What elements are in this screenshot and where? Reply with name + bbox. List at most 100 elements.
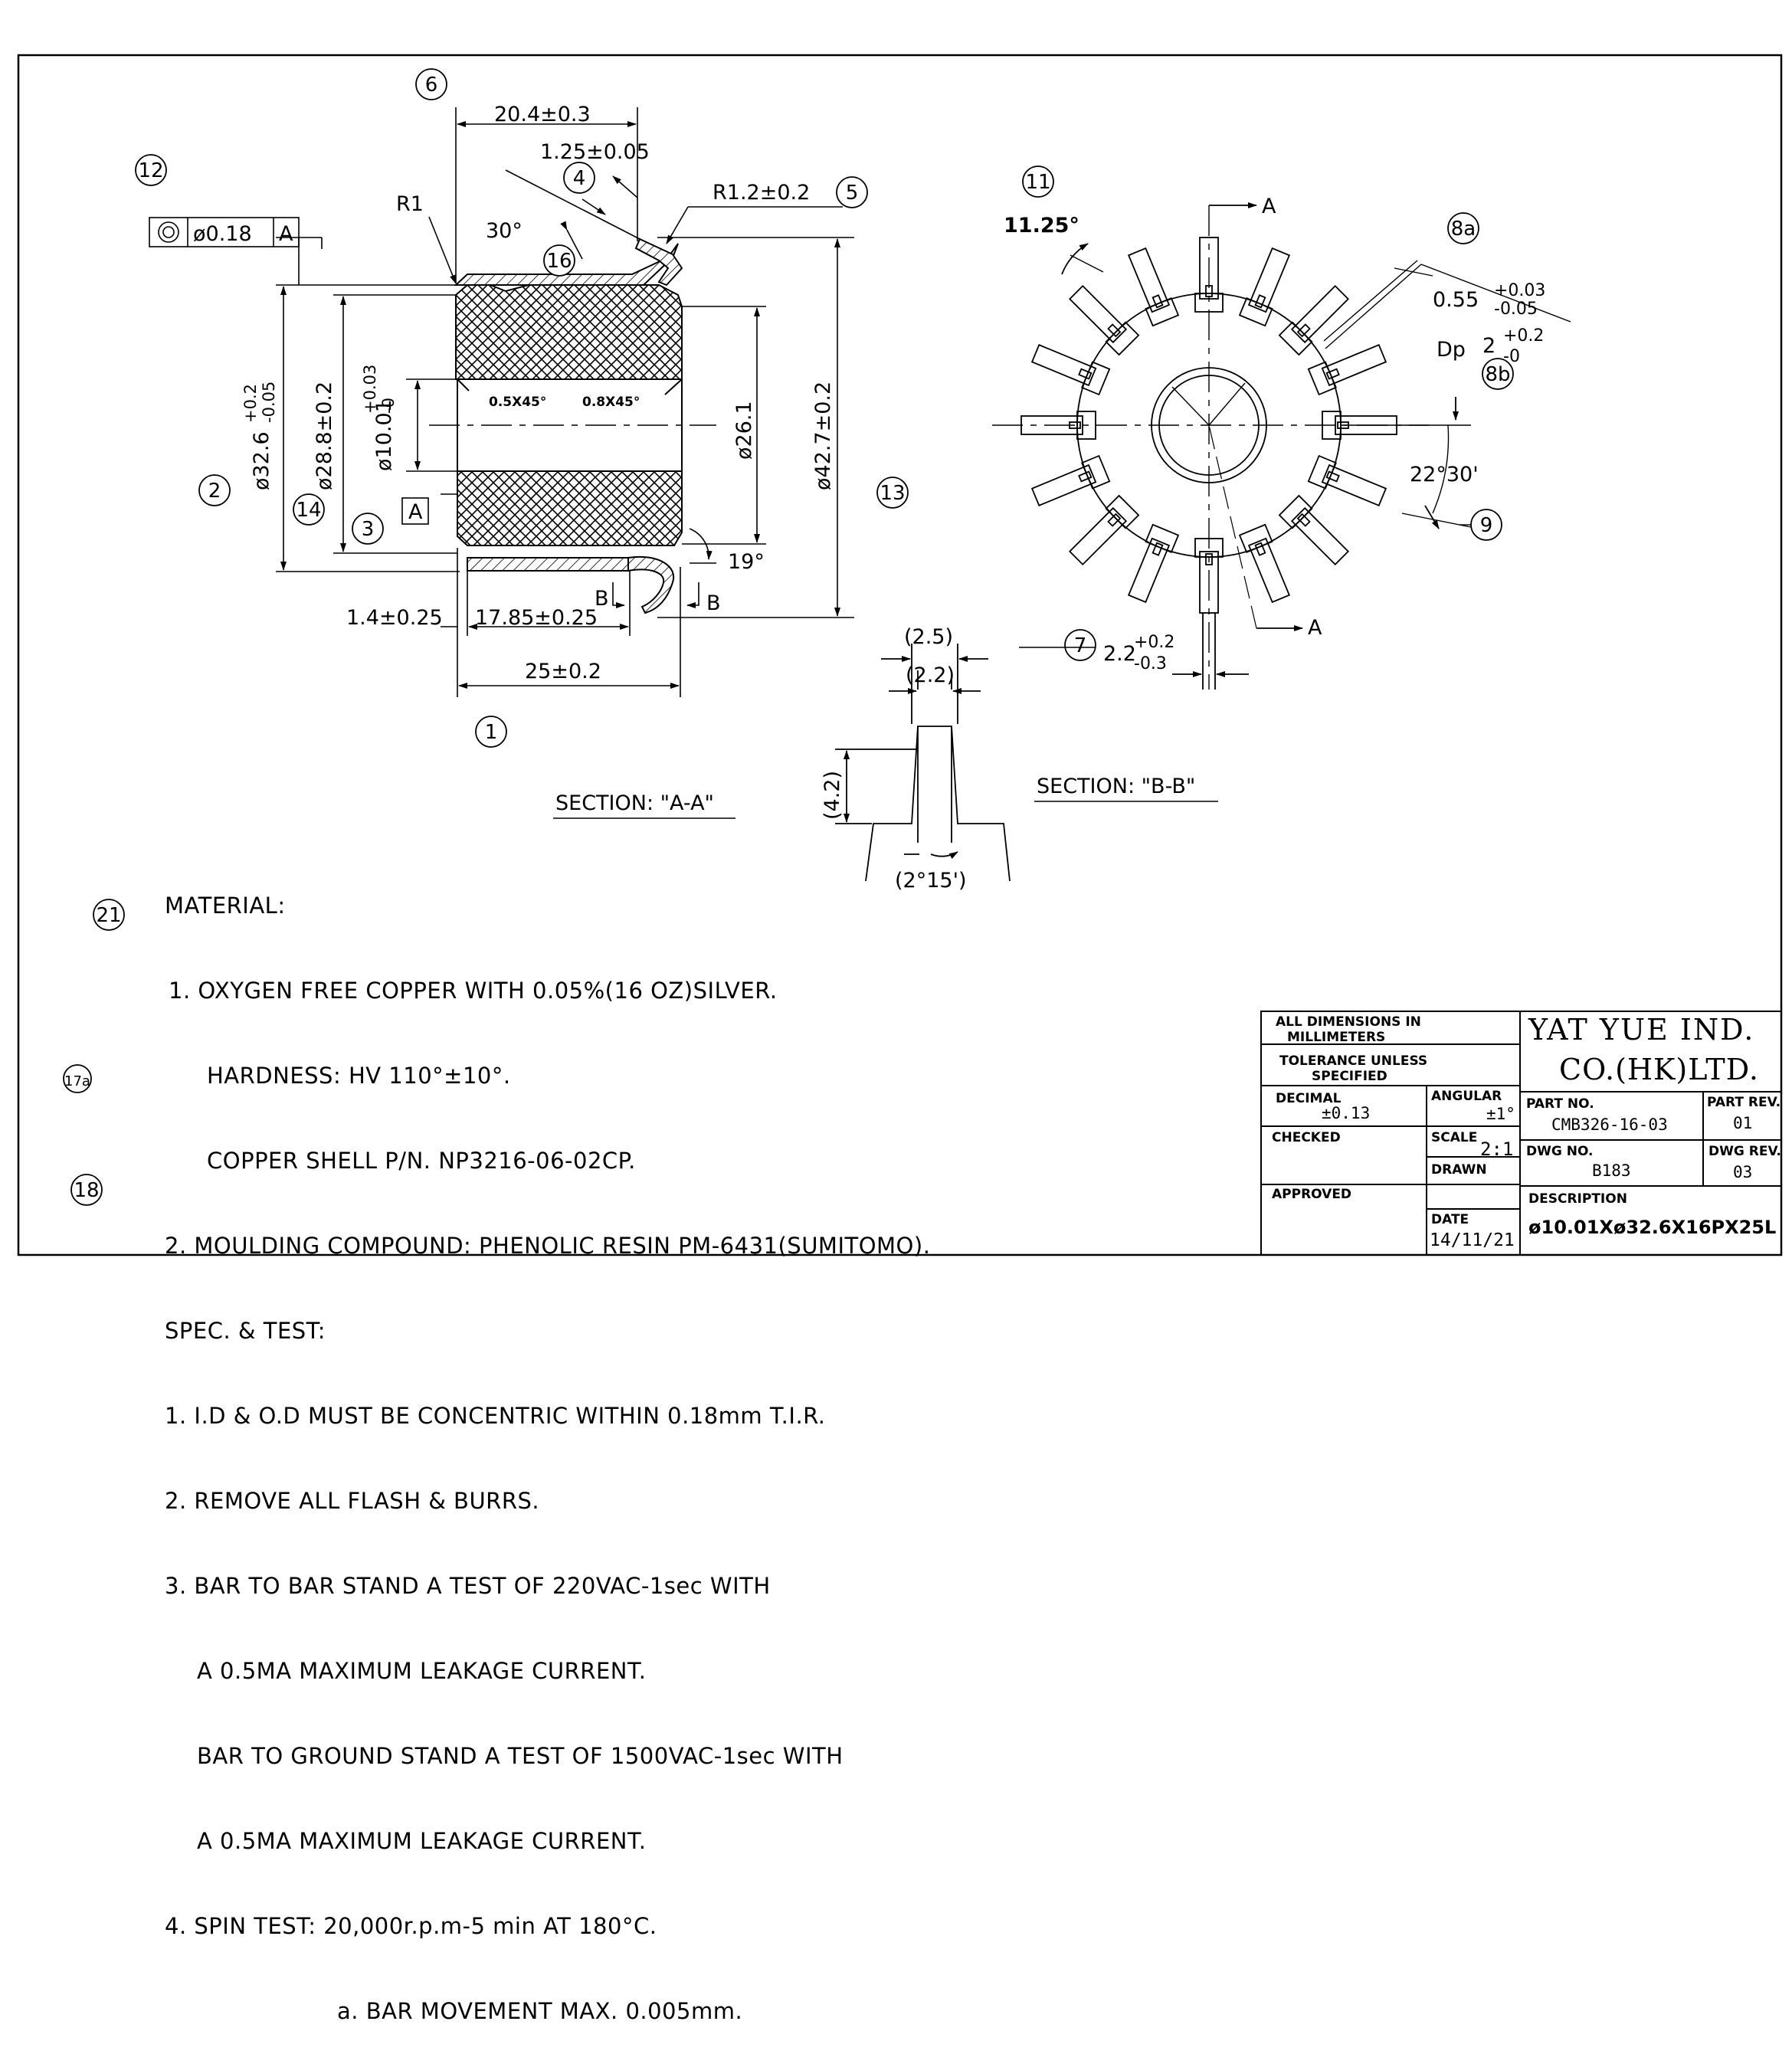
commutator-bar <box>1194 538 1224 614</box>
balloon-b5 <box>836 176 868 208</box>
tb-part-rev-value: 01 <box>1733 1114 1753 1132</box>
tb-scale-value: 2:1 <box>1480 1138 1514 1160</box>
balloon-label-b8a: 8a <box>1451 218 1476 241</box>
balloon-label-b18: 18 <box>74 1179 99 1202</box>
tb-date-value: 14/11/21 <box>1430 1230 1515 1250</box>
dim-2-2: 2.2 <box>1103 642 1136 666</box>
dim-2-2-dn: -0.3 <box>1134 654 1167 673</box>
dim-length-top: 20.4±0.3 <box>494 103 591 126</box>
cut-b-right: B <box>706 591 721 615</box>
balloon-label-b14: 14 <box>296 499 321 522</box>
dim-radius-r1: R1 <box>396 192 424 216</box>
cut-b-left: B <box>595 587 609 611</box>
balloon-b4 <box>563 162 595 194</box>
tb-part-no-label: PART NO. <box>1526 1096 1594 1112</box>
balloon-b17a <box>63 1064 92 1093</box>
dim-0-55-dn: -0.05 <box>1494 300 1538 319</box>
balloon-label-b2: 2 <box>208 480 221 503</box>
dim-17-85: 17.85±0.25 <box>475 606 598 630</box>
balloon-b3 <box>352 513 384 545</box>
commutator-bar <box>1020 411 1096 440</box>
balloon-b12 <box>135 154 167 186</box>
commutator-bar <box>1127 247 1180 327</box>
tb-scale-label: SCALE <box>1431 1130 1478 1145</box>
tang-hook <box>627 555 675 614</box>
title-block <box>1260 1011 1782 1256</box>
tb-millimeters: MILLIMETERS <box>1287 1030 1386 1045</box>
dim-1-4: 1.4±0.25 <box>346 606 443 630</box>
spec-2: 2. REMOVE ALL FLASH & BURRS. <box>165 1488 540 1514</box>
commutator-bar <box>1238 247 1291 327</box>
chamfer-right: 0.8X45° <box>582 395 640 410</box>
dim-angle-19: 19° <box>728 550 765 574</box>
tb-part-rev-label: PART REV. <box>1707 1095 1781 1110</box>
tang-top <box>634 238 683 287</box>
balloon-label-b4: 4 <box>573 167 586 190</box>
commutator-bar <box>1307 454 1387 507</box>
balloon-label-b3: 3 <box>362 518 375 541</box>
fcf-tolerance: ø0.18 <box>193 222 252 246</box>
spec-1: 1. I.D & O.D MUST BE CONCENTRIC WITHIN 0… <box>165 1403 826 1429</box>
angle-2-15: (2°15') <box>895 869 967 893</box>
tb-dwg-rev-value: 03 <box>1733 1163 1753 1181</box>
dim-dia-26-1: ø26.1 <box>732 401 756 460</box>
cut-a-top: A <box>1262 195 1276 218</box>
moulding-lower <box>457 470 683 546</box>
drawing-border <box>17 54 1783 1256</box>
dim-25: 25±0.2 <box>525 660 601 683</box>
dim-4-2: (4.2) <box>821 771 844 820</box>
balloon-label-b17a: 17a <box>64 1073 90 1089</box>
chamfer-left: 0.5X45° <box>489 395 546 410</box>
tb-decimal-value: ±0.13 <box>1322 1104 1371 1122</box>
copper-shell-bottom <box>467 557 629 572</box>
dim-dia-32-6: ø32.6 <box>250 431 274 490</box>
tb-all-dims: ALL DIMENSIONS IN <box>1276 1014 1421 1030</box>
dim-radius-r12: R1.2±0.2 <box>713 181 810 205</box>
tb-description-value: ø10.01Xø32.6X16PX25L <box>1528 1217 1777 1238</box>
balloon-b8b <box>1482 358 1514 390</box>
balloon-b13 <box>876 477 909 509</box>
material-1b: HARDNESS: HV 110°±10°. <box>207 1063 511 1089</box>
commutator-bar <box>1030 343 1111 396</box>
tb-decimal-label: DECIMAL <box>1276 1091 1342 1106</box>
balloon-label-b21: 21 <box>96 904 121 927</box>
engineering-drawing: 20.4±0.3 1.25±0.05 R1 R1.2±0.2 30° ø0.18… <box>17 54 1783 1256</box>
balloon-label-b16: 16 <box>546 250 572 273</box>
section-b-b-view <box>835 644 1011 882</box>
dim-0-55-up: +0.03 <box>1494 281 1545 300</box>
balloon-label-b8b: 8b <box>1485 363 1510 386</box>
dim-dia-28-8: ø28.8±0.2 <box>313 382 336 490</box>
cut-a-bottom: A <box>1308 616 1322 640</box>
depth-up: +0.2 <box>1503 326 1544 346</box>
dim-2-5: (2.5) <box>904 625 953 649</box>
balloon-label-b11: 11 <box>1025 171 1050 194</box>
balloon-b7 <box>1064 629 1096 661</box>
material-1: 1. OXYGEN FREE COPPER WITH 0.05%(16 OZ)S… <box>169 978 778 1004</box>
tb-angular-value: ±1° <box>1486 1105 1515 1123</box>
tb-specified: SPECIFIED <box>1312 1069 1387 1084</box>
spec-3c: BAR TO GROUND STAND A TEST OF 1500VAC-1s… <box>197 1743 844 1769</box>
spec-4a: a. BAR MOVEMENT MAX. 0.005mm. <box>337 1998 743 2024</box>
tb-approved-label: APPROVED <box>1272 1187 1352 1202</box>
commutator-bar <box>1127 523 1180 604</box>
section-a-title: SECTION: "A-A" <box>555 791 714 815</box>
tb-company-line1: YAT YUE IND. <box>1528 1013 1755 1047</box>
balloon-b8a <box>1447 212 1479 244</box>
balloon-b1 <box>475 716 507 748</box>
balloon-b18 <box>70 1174 103 1206</box>
spec-4: 4. SPIN TEST: 20,000r.p.m-5 min AT 180°C… <box>165 1913 657 1939</box>
tb-angular-label: ANGULAR <box>1431 1089 1502 1104</box>
copper-shell-top <box>454 243 679 286</box>
depth-value: 2 <box>1482 334 1496 358</box>
dim-0-55: 0.55 <box>1433 288 1479 312</box>
angle-11-25: 11.25° <box>1004 214 1079 238</box>
datum-a-box <box>401 497 429 525</box>
balloon-b21 <box>93 899 125 931</box>
commutator-front-view <box>992 202 1571 802</box>
tb-part-no-value: CMB326-16-03 <box>1551 1115 1668 1134</box>
chamfer-left-line <box>457 378 470 391</box>
depth-label: Dp <box>1437 338 1466 362</box>
balloon-label-b9: 9 <box>1480 514 1493 537</box>
spec-3: 3. BAR TO BAR STAND A TEST OF 220VAC-1se… <box>165 1573 771 1599</box>
